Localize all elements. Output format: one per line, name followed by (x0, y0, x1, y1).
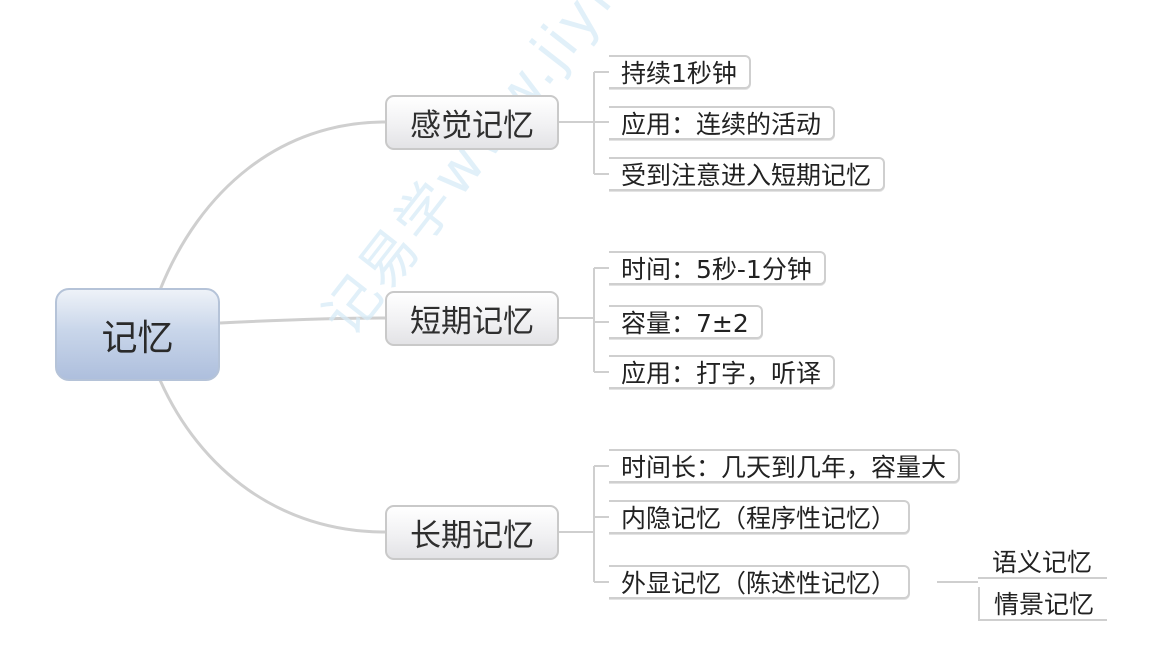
leaf-short-application[interactable]: 应用：打字，听译 (609, 355, 836, 389)
connector-sensory-bracket (559, 71, 609, 175)
root-node[interactable]: 记忆 (55, 288, 220, 381)
connector-long-bracket (559, 465, 609, 583)
subleaf-episodic-memory[interactable]: 情景记忆 (978, 587, 1107, 621)
leaf-short-duration[interactable]: 时间：5秒-1分钟 (609, 251, 826, 285)
connector-root-sensory (158, 120, 386, 291)
branch-long-term-memory[interactable]: 长期记忆 (385, 505, 559, 560)
leaf-long-duration-capacity[interactable]: 时间长：几天到几年，容量大 (609, 449, 961, 483)
subleaf-semantic-memory[interactable]: 语义记忆 (978, 545, 1107, 579)
leaf-sensory-application[interactable]: 应用：连续的活动 (609, 106, 836, 140)
leaf-explicit-memory[interactable]: 外显记忆（陈述性记忆） (609, 565, 911, 599)
leaf-short-capacity[interactable]: 容量：7±2 (609, 305, 763, 339)
connector-root-short (219, 316, 386, 325)
branch-sensory-memory[interactable]: 感觉记忆 (385, 95, 559, 150)
connector-root-long (158, 379, 386, 534)
leaf-sensory-attention[interactable]: 受到注意进入短期记忆 (609, 157, 886, 191)
branch-short-term-memory[interactable]: 短期记忆 (385, 291, 559, 346)
connector-short-bracket (559, 267, 609, 373)
leaf-implicit-memory[interactable]: 内隐记忆（程序性记忆） (609, 500, 911, 534)
leaf-sensory-duration[interactable]: 持续1秒钟 (609, 55, 751, 89)
